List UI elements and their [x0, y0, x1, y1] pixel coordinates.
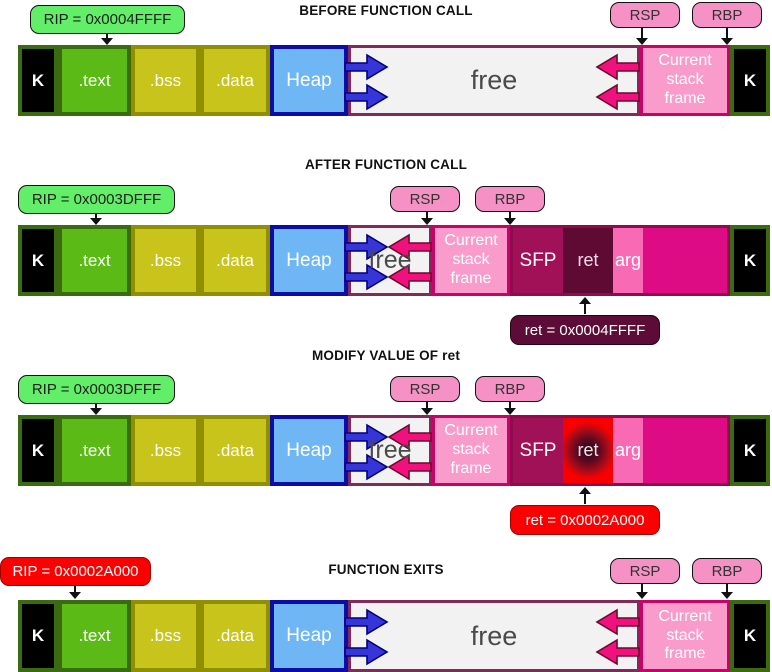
- panel-title: MODIFY VALUE OF ret: [311, 348, 461, 363]
- rbp-pointer-arrow: [721, 28, 733, 45]
- ret-value-label: ret = 0x0002A000: [510, 505, 660, 535]
- segment-ret: ret: [563, 228, 613, 293]
- segment-heap: Heap: [270, 415, 348, 486]
- rsp-label: RSP: [610, 558, 680, 584]
- segment-stack-rest: [643, 418, 733, 483]
- segment-kernel-right: K: [730, 45, 770, 116]
- segment-stack-frame: Current stack frame: [432, 225, 510, 296]
- ret-pointer-arrow: [579, 297, 591, 314]
- segment-stack-frame: Current stack frame: [640, 45, 730, 116]
- segment-free: [348, 45, 640, 116]
- rbp-pointer-arrow: [504, 212, 516, 225]
- segment-kernel-left: K: [18, 225, 58, 296]
- rbp-pointer-arrow: [721, 584, 733, 599]
- segment-data: .data: [200, 600, 270, 672]
- heap-growth-arrows-icon: [344, 608, 389, 666]
- segment-free: [348, 225, 432, 296]
- ret-value-label: ret = 0x0004FFFF: [510, 315, 660, 345]
- rbp-pointer-arrow: [504, 402, 516, 415]
- segment-bss: .bss: [131, 600, 200, 672]
- segment-heap: Heap: [270, 600, 348, 672]
- heap-growth-arrows-icon: [344, 423, 389, 481]
- rsp-pointer-arrow: [636, 584, 648, 599]
- heap-growth-arrows-icon: [344, 233, 389, 291]
- rip-label: RIP = 0x0003DFFF: [18, 375, 175, 404]
- segment-arg: arg: [613, 418, 643, 483]
- segment-sfp: SFP: [513, 418, 563, 483]
- rip-pointer-arrow: [90, 404, 102, 415]
- rsp-label: RSP: [610, 2, 680, 28]
- rbp-label: RBP: [475, 376, 545, 402]
- stack-growth-arrows-icon: [387, 423, 432, 481]
- ret-pointer-arrow: [579, 487, 591, 504]
- rip-pointer-arrow: [90, 214, 102, 225]
- segment-data: .data: [200, 225, 270, 296]
- segment-bss: .bss: [131, 225, 200, 296]
- rsp-pointer-arrow: [421, 402, 433, 415]
- rbp-label: RBP: [692, 2, 762, 28]
- heap-growth-arrows-icon: [344, 53, 389, 111]
- panel-title: FUNCTION EXITS: [328, 562, 444, 577]
- segment-kernel-left: K: [18, 600, 58, 672]
- rip-label: RIP = 0x0004FFFF: [30, 5, 185, 34]
- segment-ret-modified: ret: [563, 418, 613, 483]
- segment-heap: Heap: [270, 45, 348, 116]
- segment-kernel-right: K: [730, 415, 770, 486]
- panel-title: AFTER FUNCTION CALL: [304, 157, 468, 172]
- segment-bss: .bss: [131, 415, 200, 486]
- segment-text: .text: [58, 600, 131, 672]
- rbp-label: RBP: [475, 186, 545, 212]
- segment-stack-region: SFP ret arg: [510, 415, 730, 486]
- rsp-pointer-arrow: [421, 212, 433, 225]
- panel-title: BEFORE FUNCTION CALL: [299, 3, 473, 18]
- segment-arg: arg: [613, 228, 643, 293]
- rip-pointer-arrow: [101, 34, 113, 45]
- rip-label: RIP = 0x0002A000: [0, 557, 151, 586]
- segment-stack-rest: [643, 228, 733, 293]
- segment-kernel-right: K: [730, 600, 770, 672]
- segment-kernel-left: K: [18, 415, 58, 486]
- segment-text: .text: [58, 225, 131, 296]
- stack-growth-arrows-icon: [387, 233, 432, 291]
- stack-growth-arrows-icon: [595, 608, 640, 666]
- segment-free: [348, 600, 640, 672]
- segment-bss: .bss: [131, 45, 200, 116]
- segment-sfp: SFP: [513, 228, 563, 293]
- segment-kernel-right: K: [730, 225, 770, 296]
- rip-label: RIP = 0x0003DFFF: [18, 185, 175, 214]
- rsp-label: RSP: [390, 376, 460, 402]
- segment-data: .data: [200, 45, 270, 116]
- rbp-label: RBP: [692, 558, 762, 584]
- rip-pointer-arrow: [69, 586, 81, 599]
- segment-text: .text: [58, 45, 131, 116]
- segment-data: .data: [200, 415, 270, 486]
- segment-stack-frame: Current stack frame: [432, 415, 510, 486]
- segment-kernel-left: K: [18, 45, 58, 116]
- stack-growth-arrows-icon: [595, 53, 640, 111]
- segment-stack-frame: Current stack frame: [640, 600, 730, 672]
- segment-text: .text: [58, 415, 131, 486]
- segment-stack-region: SFP ret arg: [510, 225, 730, 296]
- segment-free: [348, 415, 432, 486]
- rsp-label: RSP: [390, 186, 460, 212]
- segment-heap: Heap: [270, 225, 348, 296]
- rsp-pointer-arrow: [636, 28, 648, 45]
